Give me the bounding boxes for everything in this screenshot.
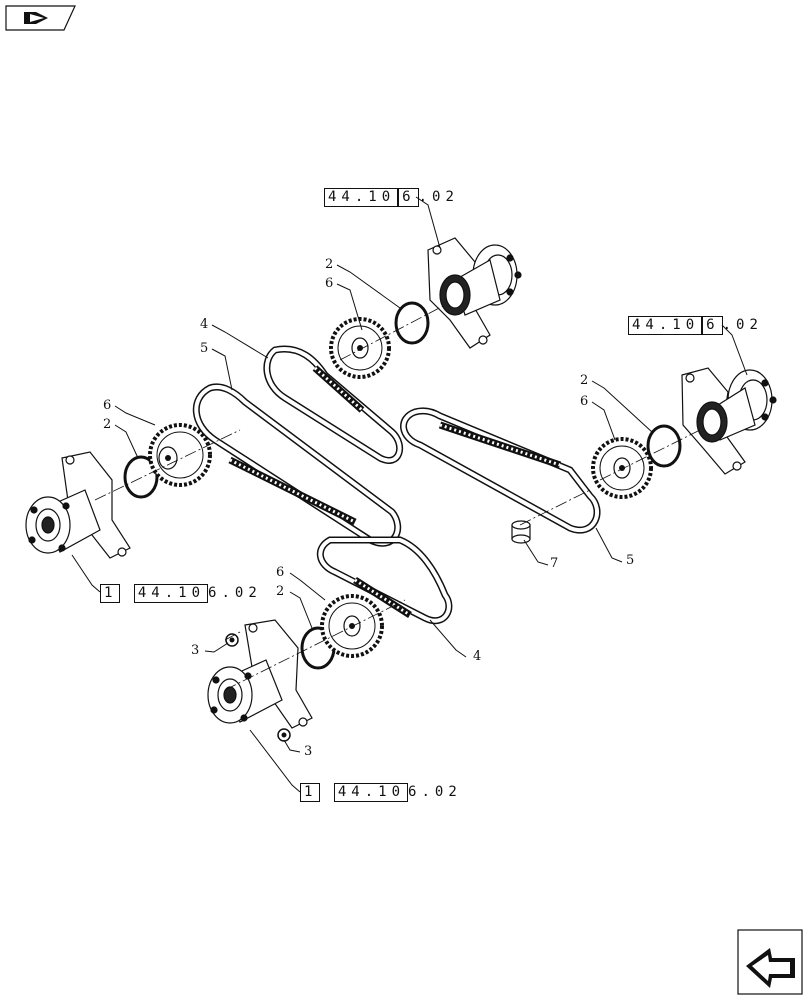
- belt-guide-5-right: [400, 407, 601, 534]
- sprocket-bottom: [320, 594, 384, 658]
- callout-5-left: 5: [200, 341, 209, 356]
- ref-suffix: .02: [722, 317, 763, 333]
- ref-box-a[interactable]: 44.10: [133, 584, 209, 603]
- callout-6-right: 6: [580, 394, 589, 409]
- ref-suffix: .02: [418, 189, 459, 205]
- sprocket-left: [148, 423, 212, 487]
- callout-2-right: 2: [580, 373, 589, 388]
- hub-assembly-right: [681, 367, 777, 475]
- callout-3-b: 3: [304, 744, 313, 759]
- sprocket-top: [329, 317, 391, 379]
- callout-7: 7: [550, 556, 559, 571]
- callout-2-left: 2: [103, 417, 112, 432]
- callout-3-a: 3: [191, 643, 200, 658]
- cap-part-7: [511, 520, 531, 544]
- callout-2-mid: 2: [276, 584, 285, 599]
- callout-6-mid: 6: [276, 565, 285, 580]
- chain-bottom: [353, 577, 412, 618]
- hub-assembly-top: [427, 237, 522, 349]
- belt-guide-4-bottom: [317, 536, 453, 624]
- ref-box-num[interactable]: 1: [100, 584, 121, 603]
- nut-bottom-a: [225, 633, 239, 647]
- hub-assembly-bottom: [207, 619, 313, 729]
- hub-assembly-left: [25, 451, 131, 559]
- ref-box-a[interactable]: 44.10: [324, 188, 399, 207]
- book-icon[interactable]: [5, 5, 76, 31]
- ref-box-b[interactable]: 6: [702, 316, 723, 335]
- ref-box-a[interactable]: 44.10: [628, 316, 703, 335]
- chain-right: [438, 421, 562, 469]
- callout-5-right: 5: [626, 553, 635, 568]
- leader-lines: [71, 196, 748, 793]
- o-ring-right: [646, 424, 682, 468]
- chain-top: [312, 365, 365, 413]
- callout-6-left: 6: [103, 398, 112, 413]
- callout-4-bottom: 4: [473, 649, 482, 664]
- belt-guide-4-top: [263, 345, 404, 464]
- nut-bottom-b: [277, 728, 291, 742]
- o-ring-top: [394, 301, 430, 345]
- ref-box-num[interactable]: 1: [300, 783, 321, 802]
- callout-6-top: 6: [325, 276, 334, 291]
- callout-4-top: 4: [200, 317, 209, 332]
- centerlines: [94, 304, 701, 691]
- ref-suffix: 6.02: [408, 784, 462, 800]
- chain-left: [228, 456, 357, 526]
- ref-box-a[interactable]: 44.10: [333, 783, 409, 802]
- ref-suffix: 6.02: [208, 585, 262, 601]
- sprocket-right: [591, 437, 653, 499]
- ref-box-b[interactable]: 6: [398, 188, 419, 207]
- callout-2-top: 2: [325, 257, 334, 272]
- arrow-back-icon[interactable]: [737, 929, 803, 995]
